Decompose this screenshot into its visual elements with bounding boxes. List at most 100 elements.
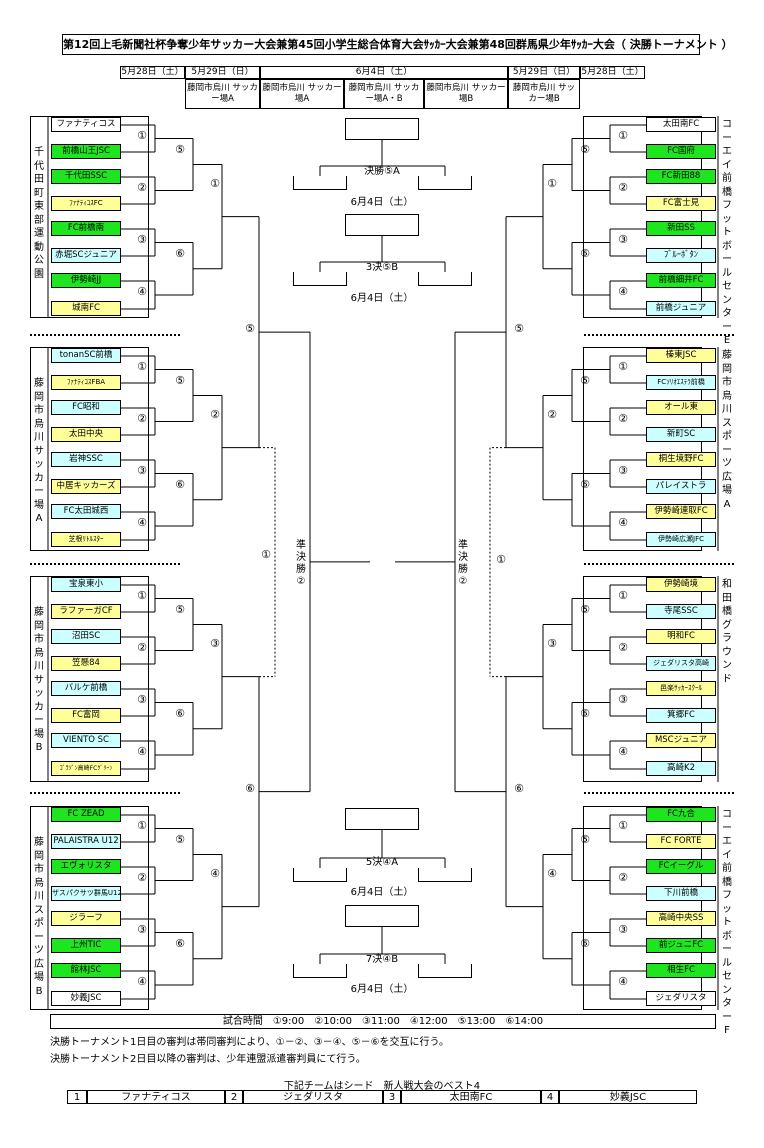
semifinal-match-number: ⑥: [245, 781, 255, 795]
separator-left-3: [30, 792, 180, 794]
fifth-winner-box: [345, 808, 419, 830]
seventh-winner-box: [345, 905, 419, 927]
separator-left-2: [30, 563, 180, 565]
seventh-label: 7決④B: [365, 954, 399, 965]
third-winner-box: [345, 214, 419, 236]
team-entry: 下川前橋: [646, 886, 716, 901]
team-entry: ｺﾞﾗｿﾞﾝ高崎FCｸﾞﾘｰﾝ: [51, 761, 121, 776]
team-entry: 岩神SSC: [51, 452, 121, 467]
round1-match-number: ③: [137, 923, 147, 936]
team-entry: 赤堀SCジュニア: [51, 248, 121, 263]
venue-header-5: 藤岡市烏川 サッカー場B: [508, 79, 580, 109]
team-entry: ザスパクサツ群馬U12: [51, 886, 121, 901]
round1-match-number: ④: [137, 975, 147, 988]
seed-team-4: 妙義JSC: [559, 1090, 697, 1104]
fifth-right-box: [418, 868, 472, 882]
team-entry: 新町SC: [646, 427, 716, 442]
team-entry: 前橋山王JSC: [51, 144, 121, 159]
team-entry: 明和FC: [646, 629, 716, 644]
round2-match-number: ⑤: [175, 832, 185, 846]
round1-match-number: ①: [137, 129, 147, 142]
team-entry: FC ZEAD: [51, 807, 121, 822]
quarterfinal-match-number: ③: [210, 636, 220, 650]
quarterfinal-match-number: ②: [210, 407, 220, 421]
quarterfinal-match-number: ④: [547, 866, 557, 880]
team-entry: 前橋細井FC: [646, 273, 716, 288]
venue-header-1: 藤岡市烏川 サッカー場A: [185, 79, 260, 109]
team-entry: PALAISTRA U12: [51, 834, 121, 849]
right-group-1: [583, 116, 702, 318]
team-entry: 千代田SSC: [51, 169, 121, 184]
separator-right-2: [584, 563, 734, 565]
team-entry: 伊勢崎JJ: [51, 273, 121, 288]
round2-match-number: ⑥: [175, 706, 185, 720]
separator-right-1: [584, 334, 734, 336]
round1-match-number: ④: [137, 516, 147, 529]
left-group-3: [30, 576, 149, 782]
quarterfinal-match-number: ①: [210, 176, 220, 190]
fifth-date: 6月4日（土）: [350, 887, 414, 898]
round2-match-number: ⑤: [175, 373, 185, 387]
round1-match-number: ①: [618, 589, 628, 602]
semifinal-num-left: ①: [261, 548, 271, 561]
round1-match-number: ③: [137, 693, 147, 706]
fifth-label: 5決④A: [365, 857, 399, 868]
date-header-4: 5月29日（日）: [508, 66, 580, 79]
round1-match-number: ③: [618, 233, 628, 246]
seventh-date: 6月4日（土）: [350, 984, 414, 995]
seed-no-3: 3: [383, 1090, 401, 1104]
semifinal-label-right: 準決勝②: [458, 540, 468, 587]
team-entry: ﾌﾞﾙｰﾎﾞﾀﾝ: [646, 248, 716, 263]
seed-no-2: 2: [225, 1090, 243, 1104]
round2-match-number: ⑥: [580, 706, 590, 720]
round2-match-number: ⑥: [580, 936, 590, 950]
left-group-2: [30, 347, 149, 551]
right-group-4: [583, 806, 702, 1010]
left-group-2-venue: 藤岡市烏川サッカー場A: [34, 378, 44, 524]
seed-team-1: ファナティコス: [87, 1090, 225, 1104]
round1-match-number: ②: [618, 412, 628, 425]
round1-match-number: ③: [618, 693, 628, 706]
team-entry: 城南FC: [51, 301, 121, 316]
team-entry: 桐生境野FC: [646, 452, 716, 467]
team-entry: tonanSC前橋: [51, 348, 121, 363]
round1-match-number: ①: [618, 819, 628, 832]
final-right-box: [418, 176, 472, 190]
round1-match-number: ③: [137, 464, 147, 477]
team-entry: FC太田城西: [51, 504, 121, 519]
venue-header-4: 藤岡市烏川 サッカー場B: [424, 79, 508, 109]
right-group-3: [583, 576, 702, 782]
third-label: 3決⑤B: [365, 262, 399, 273]
round1-match-number: ④: [618, 285, 628, 298]
team-entry: 笠懸84: [51, 656, 121, 671]
round2-match-number: ⑤: [580, 142, 590, 156]
round1-match-number: ②: [137, 181, 147, 194]
seed-note: 下記チームはシード 新人戦大会のベスト4: [283, 1081, 481, 1092]
team-entry: ジェダリスタ高崎: [646, 656, 716, 671]
team-entry: 沼田SC: [51, 629, 121, 644]
team-entry: 芝根ﾘﾄﾙｽﾀｰ: [51, 532, 121, 547]
team-entry: 上州TIC: [51, 938, 121, 953]
team-entry: FC九合: [646, 807, 716, 822]
right-group-2-venue: 藤岡市烏川スポーツ広場A: [722, 350, 732, 510]
semifinal-match-number: ⑤: [245, 322, 255, 336]
right-group-3-venue: 和田橋グラウンド: [722, 579, 732, 685]
date-header-3: 6月4日（土）: [260, 66, 508, 79]
separator-left-1: [30, 334, 180, 336]
team-entry: ﾌｧﾅﾃｨｺｽFBA: [51, 375, 121, 390]
left-group-1-venue: 千代田町東部運動公園: [34, 147, 44, 280]
team-entry: 邑楽ｻｯｶｰｽｸｰﾙ: [646, 681, 716, 696]
final-winner-box: [345, 118, 419, 140]
quarterfinal-match-number: ②: [547, 407, 557, 421]
round1-match-number: ②: [137, 412, 147, 425]
team-entry: ﾌｧﾅﾃｨｺｽFC: [51, 196, 121, 211]
seed-team-3: 太田南FC: [401, 1090, 541, 1104]
seed-team-2: ジェダリスタ: [243, 1090, 383, 1104]
team-entry: 太田中央: [51, 427, 121, 442]
team-entry: 伊勢崎連取FC: [646, 504, 716, 519]
team-entry: オール東: [646, 400, 716, 415]
team-entry: 伊勢崎境: [646, 577, 716, 592]
seventh-left-box: [293, 964, 347, 978]
round2-match-number: ⑤: [175, 142, 185, 156]
date-header-5: 5月28日（土）: [580, 66, 645, 79]
